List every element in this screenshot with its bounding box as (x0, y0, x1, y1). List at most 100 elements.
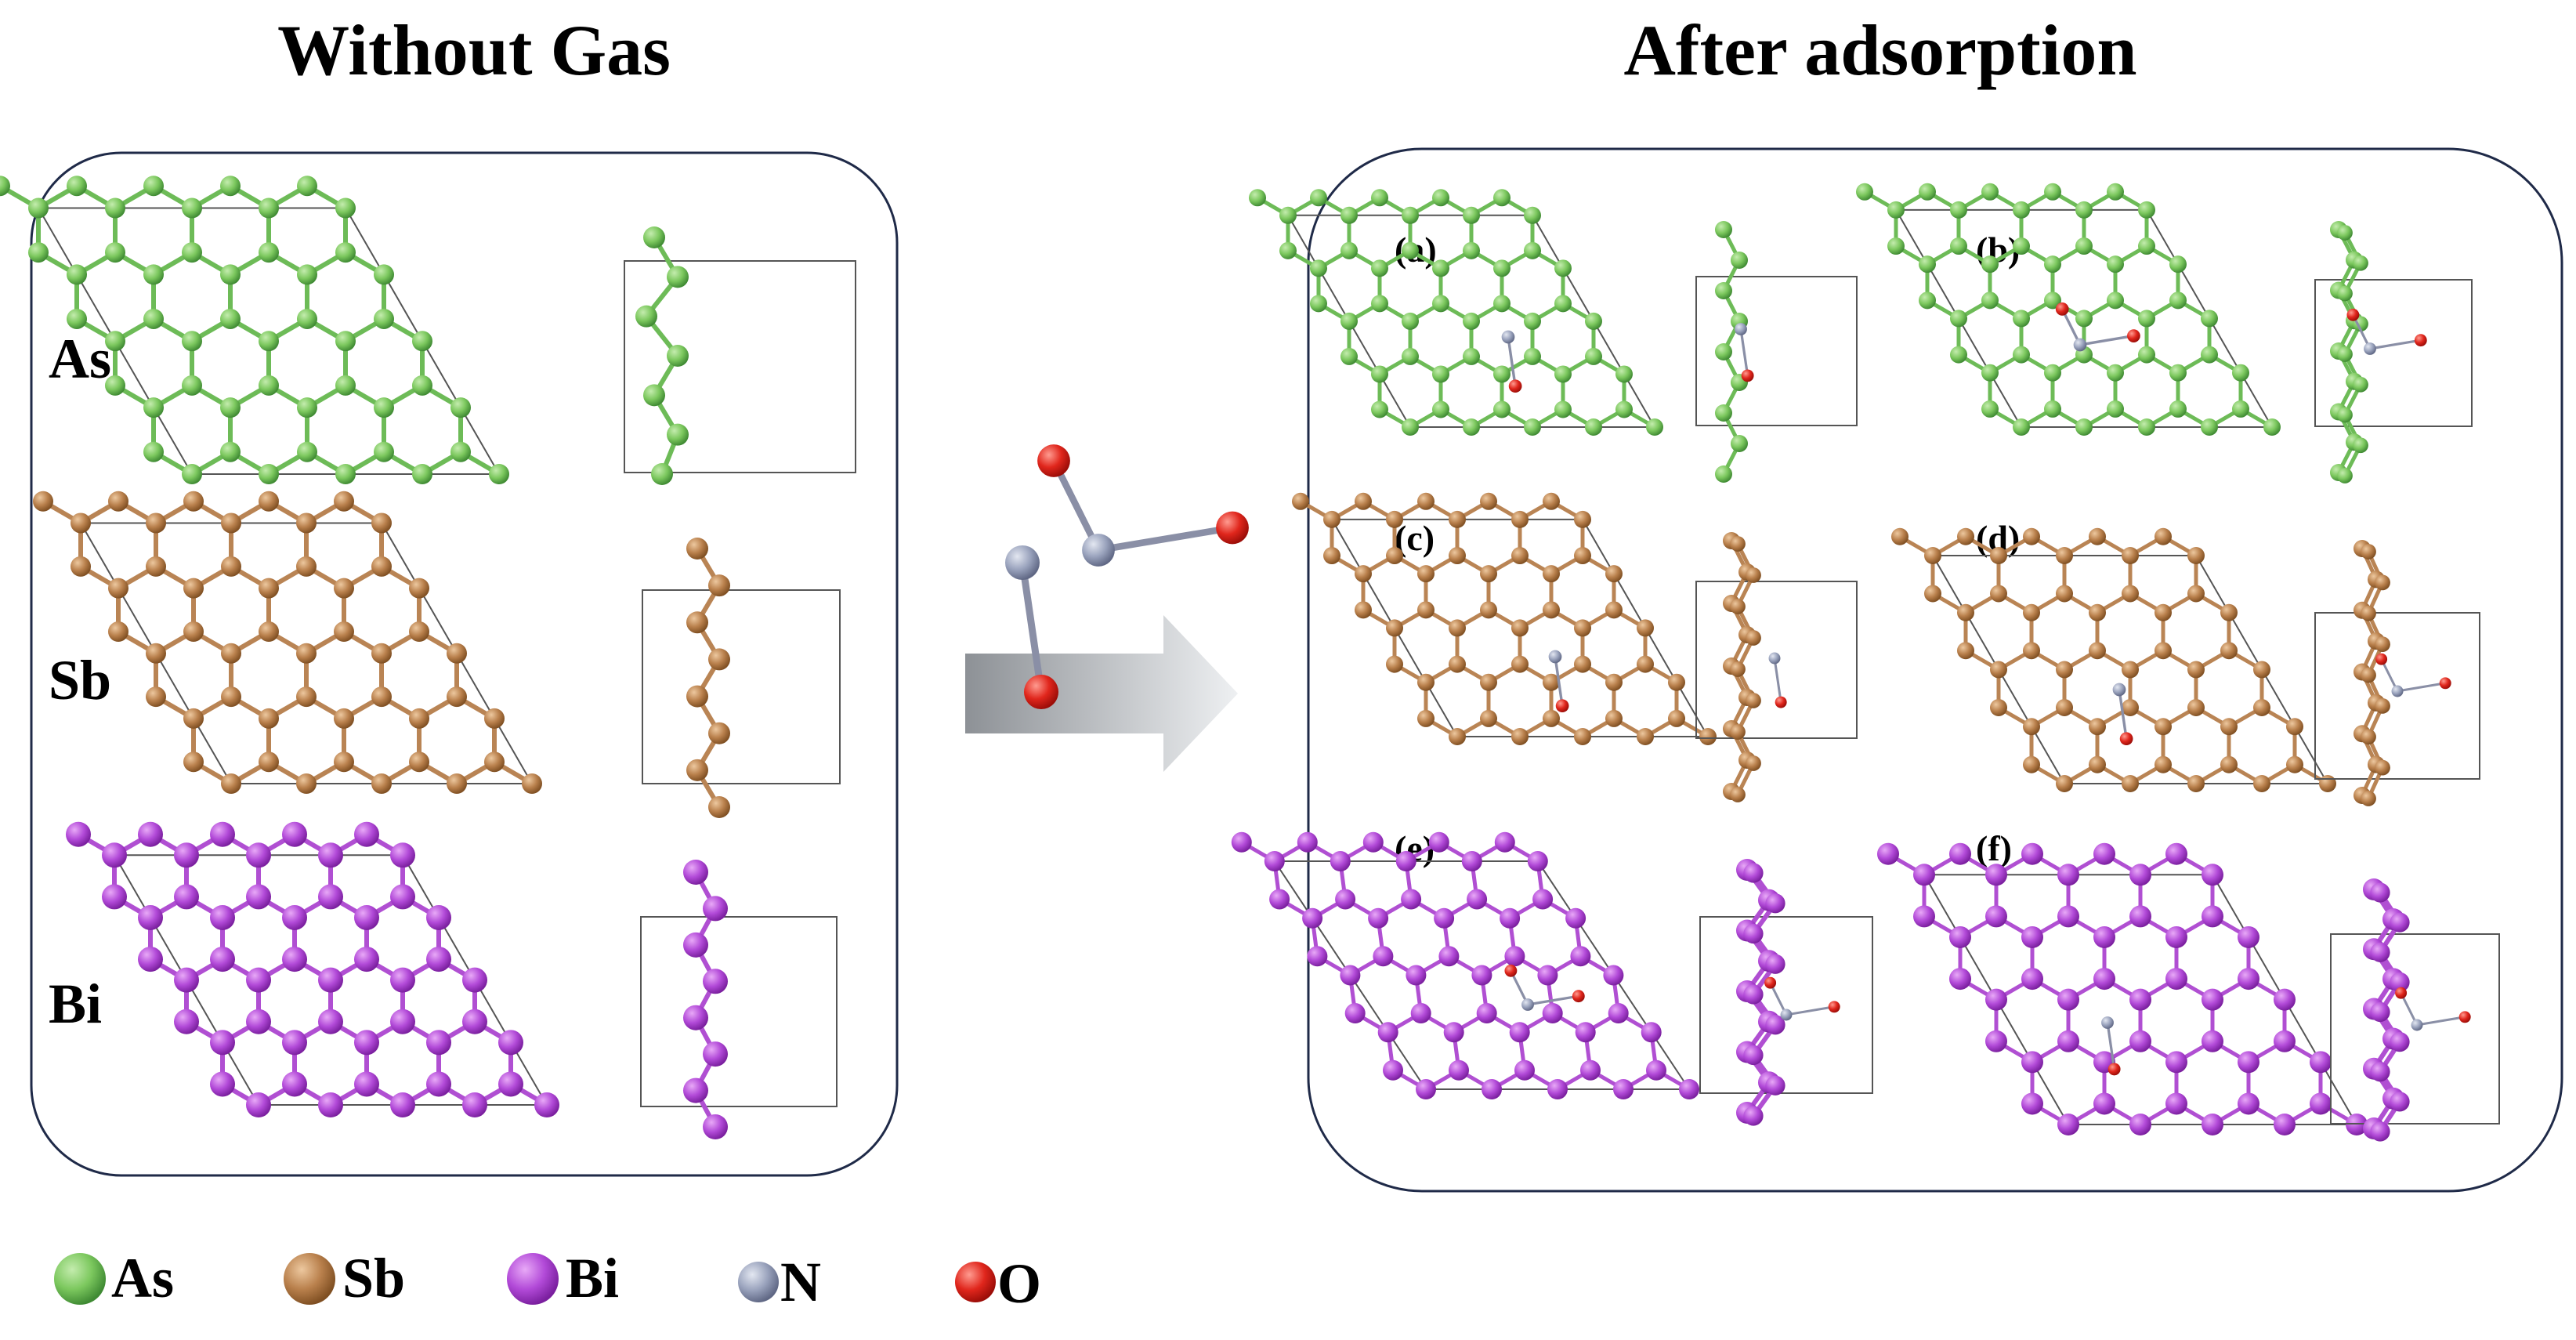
atom-bi (1603, 965, 1624, 986)
atom-as (1950, 237, 1967, 255)
atom-bi (354, 1071, 379, 1097)
atom-as (2263, 418, 2281, 436)
atom-as (1340, 312, 1358, 330)
atom-as (2169, 255, 2187, 273)
atom-bi (210, 1030, 235, 1056)
atom-as (1371, 400, 1388, 418)
atom-bi (703, 896, 728, 922)
atom-sb (2023, 718, 2040, 736)
atom-bi (1500, 907, 1521, 929)
atom-sb (2286, 755, 2303, 773)
atom-as (1493, 365, 1511, 383)
legend-label-o: O (997, 1252, 1041, 1315)
no2-molecule-icon (2055, 302, 2140, 352)
side-cell-outline (642, 589, 841, 784)
atom-sb (334, 621, 354, 643)
atom-bi (354, 821, 379, 847)
atom-sb (221, 686, 241, 708)
atom-as (2075, 418, 2093, 436)
atom-as (1463, 418, 1480, 436)
atom-bi (354, 904, 379, 930)
atom-bi (1504, 946, 1525, 967)
atom-sb (2220, 718, 2238, 736)
atom-as (2075, 201, 2093, 219)
atom-bi (2021, 1051, 2043, 1074)
atom-sb (1605, 601, 1623, 619)
atom-bi (1679, 1079, 1699, 1099)
atom-sb (2375, 697, 2390, 714)
atom-o (1555, 699, 1569, 713)
atom-sb (1449, 728, 1466, 745)
atom-sb (2319, 775, 2336, 792)
no2-molecule-icon (1037, 444, 1249, 567)
atom-sb (409, 708, 429, 729)
no2-molecule-icon (1764, 976, 1840, 1021)
legend-swatch-as (54, 1253, 106, 1305)
atom-as (105, 242, 125, 263)
atom-o (2346, 308, 2360, 321)
atom-bi (2310, 1092, 2332, 1115)
atom-bi (138, 904, 163, 930)
atom-bi (210, 1071, 235, 1097)
atom-as (297, 264, 317, 285)
atom-o (1216, 511, 1249, 545)
atom-sb (1730, 724, 1746, 740)
no-molecule-icon (1768, 652, 1787, 708)
atom-as (143, 176, 164, 197)
atom-as (1249, 189, 1266, 207)
atom-bi (2021, 1092, 2043, 1115)
atom-bi (1641, 1022, 1662, 1043)
atom-sb (259, 708, 279, 729)
atom-bi (1264, 851, 1285, 872)
atom-bi (498, 1030, 523, 1056)
no-molecule-icon (1005, 545, 1058, 709)
bond (2118, 689, 2128, 739)
atom-bi (1765, 1075, 1785, 1096)
atom-bi (2370, 882, 2390, 903)
atom-bi (2093, 968, 2115, 991)
atom-as (1371, 259, 1388, 277)
atom-sb (1574, 547, 1591, 565)
atom-bi (1949, 968, 1971, 991)
atom-as (297, 176, 317, 197)
top-view-a (1249, 189, 1663, 436)
atom-bi (1743, 1106, 1764, 1126)
atom-sb (2056, 699, 2073, 717)
atom-sb (1699, 728, 1717, 745)
atom-bi (1743, 1045, 1764, 1066)
atom-bi (1383, 1059, 1403, 1081)
atom-sb (2089, 603, 2106, 621)
atom-sb (296, 773, 317, 794)
atom-as (2337, 468, 2353, 483)
no2-molecule-icon (2395, 987, 2471, 1031)
legend-swatch-bi (507, 1253, 559, 1305)
atom-as (1919, 183, 1936, 201)
atom-as (335, 331, 356, 352)
row-label-as: As (49, 328, 111, 390)
atom-bi (1570, 946, 1591, 967)
side-view-c (1695, 532, 1858, 802)
atom-bi (354, 1030, 379, 1056)
atom-as (2169, 364, 2187, 382)
atom-sb (2253, 699, 2270, 717)
atom-bi (2057, 1030, 2079, 1052)
atom-sb (2155, 642, 2172, 660)
atom-as (1887, 201, 1905, 219)
atom-bi (1410, 1003, 1431, 1024)
atom-sb (2253, 661, 2270, 679)
atom-n (1005, 545, 1040, 580)
atom-bi (2057, 988, 2079, 1011)
atom-as (220, 264, 241, 285)
atom-as (1493, 400, 1511, 418)
atom-bi (1527, 851, 1548, 872)
atom-n (1082, 534, 1115, 567)
atom-bi (282, 1071, 307, 1097)
atom-bi (1362, 831, 1384, 853)
atom-as (1524, 241, 1541, 259)
top-view-f (1877, 842, 2368, 1135)
atom-sb (146, 643, 166, 664)
frame-after-adsorption (1307, 147, 2563, 1193)
atom-as (1402, 418, 1419, 436)
atom-sb (1746, 567, 1761, 583)
legend-swatch-o (955, 1262, 996, 1302)
